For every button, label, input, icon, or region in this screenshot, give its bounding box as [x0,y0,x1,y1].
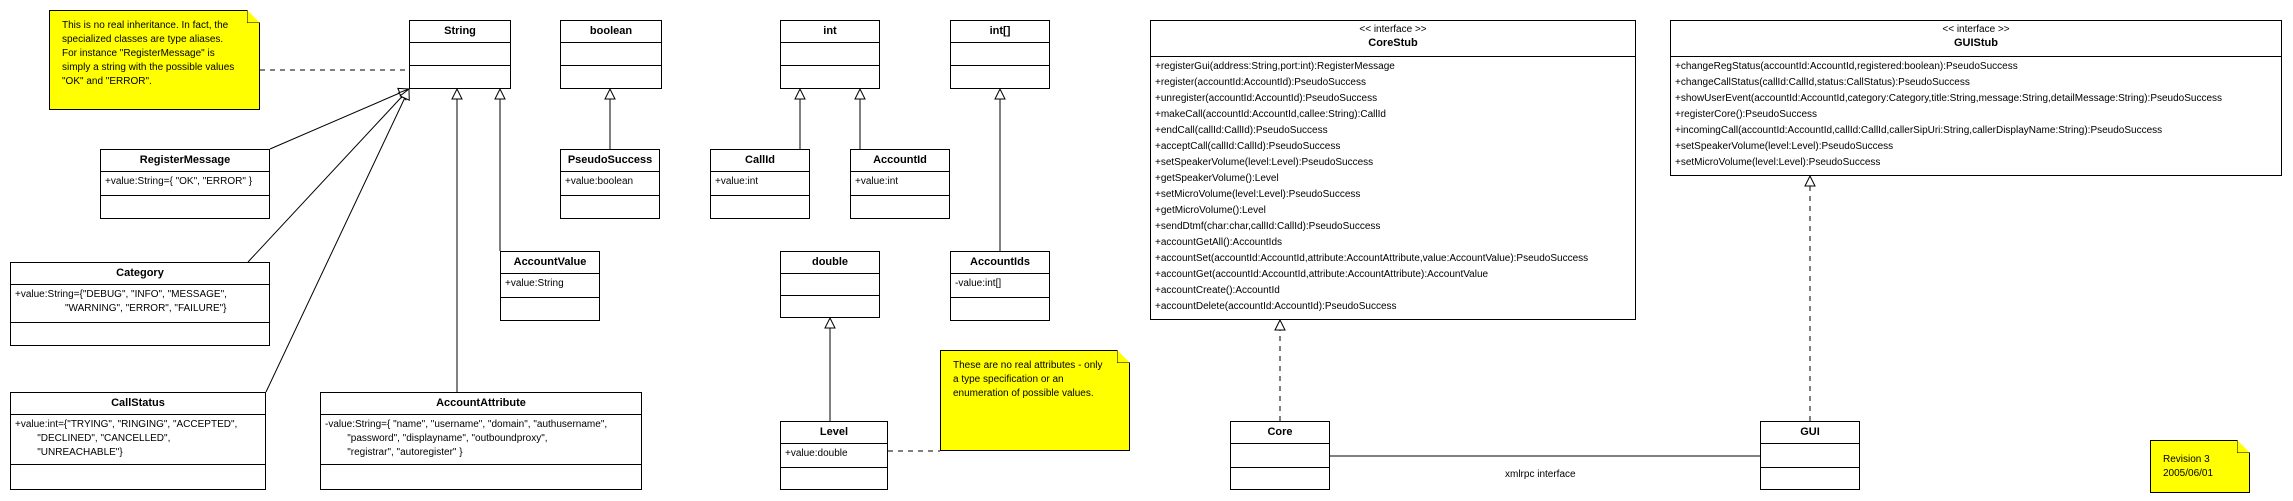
operation: +showUserEvent(accountId:AccountId,categ… [1675,93,2223,104]
class-name: AccountValue [513,256,587,268]
operation: +incomingCall(accountId:AccountId,callId… [1675,125,2163,136]
class-name: AccountIds [970,256,1030,268]
stereotype-label: << interface >> [1942,24,2010,35]
class-attributes: +value:int [711,172,809,196]
class-registermessage: RegisterMessage +value:String={ "OK", "E… [100,149,270,219]
operation: +sendDtmf(char:char,callId:CallId):Pseud… [1155,221,1381,232]
stereotype-label: << interface >> [1359,24,1427,35]
operation: +setMicroVolume(level:Level):PseudoSucce… [1675,157,1881,168]
operation: +getSpeakerVolume():Level [1155,173,1279,184]
note-fold-icon [247,10,260,23]
class-attributes: +value:int [851,172,949,196]
class-double: double [780,251,880,318]
class-name: CallId [745,154,775,166]
class-name: GUI [1800,426,1820,438]
class-pseudosuccess: PseudoSuccess +value:boolean [560,149,660,219]
class-accountattribute: AccountAttribute -value:String={ "name",… [320,392,642,490]
class-name: CallStatus [111,397,165,409]
class-name: int [823,25,837,37]
class-name: int[] [989,25,1011,37]
gen-callstatus-string [265,89,409,393]
note-inheritance: This is no real inheritance. In fact, th… [49,10,260,110]
note-fold-icon [1117,350,1130,363]
class-attributes: +value:boolean [561,172,659,196]
class-attributes: +value:String [501,274,599,298]
note-attributes: These are no real attributes - only a ty… [940,350,1130,451]
class-boolean: boolean [560,20,662,89]
class-name: String [444,25,476,37]
class-callid: CallId +value:int [710,149,810,219]
operation: +accountCreate():AccountId [1155,285,1280,296]
class-accountvalue: AccountValue +value:String [500,251,600,321]
class-name: Category [116,267,164,279]
class-name: AccountId [873,154,927,166]
operation: +unregister(accountId:AccountId):PseudoS… [1155,93,1378,104]
operation: +makeCall(accountId:AccountId,callee:Str… [1155,109,1386,120]
operation: +register(accountId:AccountId):PseudoSuc… [1155,77,1366,88]
operation: +changeCallStatus(callId:CallId,status:C… [1675,77,1970,88]
operation: +accountSet(accountId:AccountId,attribut… [1155,253,1589,264]
operation: +acceptCall(callId:CallId):PseudoSuccess [1155,141,1341,152]
interface-guistub: << interface >> GUIStub +changeRegStatus… [1670,20,2282,176]
operation: +endCall(callId:CallId):PseudoSuccess [1155,125,1328,136]
operation: +getMicroVolume():Level [1155,205,1266,216]
class-callstatus: CallStatus +value:int={"TRYING", "RINGIN… [10,392,266,490]
operation: +setMicroVolume(level:Level):PseudoSucce… [1155,189,1361,200]
association-label: xmlrpc interface [1505,469,1576,480]
class-name: Level [819,426,849,438]
class-name: Core [1267,426,1293,438]
class-name: CoreStub [1368,37,1418,49]
class-name: AccountAttribute [436,397,526,409]
class-attributes: +value:int={"TRYING", "RINGING", "ACCEPT… [11,415,265,465]
class-gui: GUI [1760,421,1860,490]
class-int: int [780,20,880,89]
class-string: String [409,20,511,89]
class-int-array: int[] [950,20,1050,89]
class-level: Level +value:double [780,421,888,490]
class-attributes: +value:double [781,444,887,468]
note-revision: Revision 3 2005/06/01 [2150,440,2250,493]
operation: +setSpeakerVolume(level:Level):PseudoSuc… [1155,157,1374,168]
class-attributes: +value:String={ "OK", "ERROR" } [101,172,269,196]
gen-category-string [247,89,409,263]
operation: +accountGetAll():AccountIds [1155,237,1283,248]
class-name: GUIStub [1954,37,1998,49]
operation-list: +changeRegStatus(accountId:AccountId,reg… [1671,57,2281,173]
class-name: boolean [589,25,633,37]
class-accountids: AccountIds -value:int[] [950,251,1050,321]
class-category: Category +value:String={"DEBUG", "INFO",… [10,262,270,346]
operation: +changeRegStatus(accountId:AccountId,reg… [1675,61,2018,72]
class-name: PseudoSuccess [567,154,653,166]
operation-list: +registerGui(address:String,port:int):Re… [1151,57,1635,317]
operation: +accountGet(accountId:AccountId,attribut… [1155,269,1489,280]
gen-registermessage-string [269,89,409,150]
operation: +accountDelete(accountId:AccountId):Pseu… [1155,301,1397,312]
class-name: double [811,256,849,268]
class-core: Core [1230,421,1330,490]
operation: +registerGui(address:String,port:int):Re… [1155,61,1395,72]
note-fold-icon [2237,440,2250,453]
class-attributes: -value:int[] [951,274,1049,298]
interface-corestub: << interface >> CoreStub +registerGui(ad… [1150,20,1636,320]
operation: +registerCore():PseudoSuccess [1675,109,1818,120]
class-accountid: AccountId +value:int [850,149,950,219]
operation: +setSpeakerVolume(level:Level):PseudoSuc… [1675,141,1894,152]
class-attributes: -value:String={ "name", "username", "dom… [321,415,641,465]
class-name: RegisterMessage [139,154,231,166]
class-attributes: +value:String={"DEBUG", "INFO", "MESSAGE… [11,285,269,323]
